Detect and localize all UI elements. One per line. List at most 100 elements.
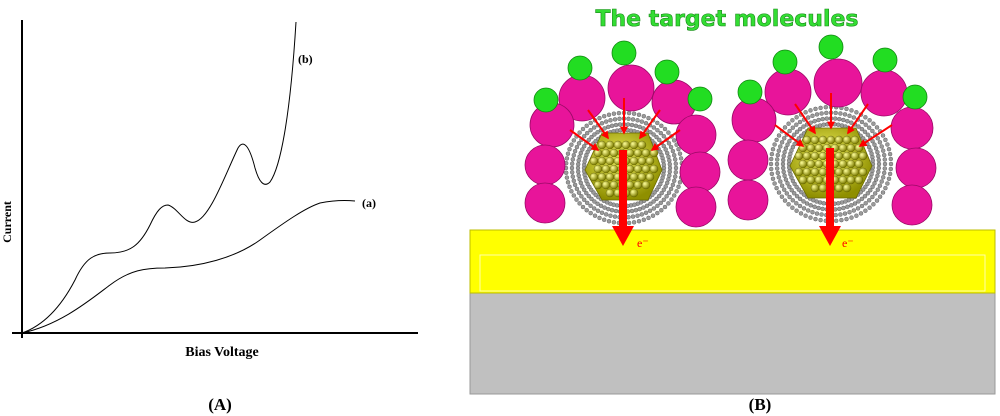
ligand-bead bbox=[782, 125, 788, 130]
ligand-bead bbox=[851, 115, 856, 120]
ligand-bead bbox=[814, 112, 820, 117]
target-molecule bbox=[818, 34, 844, 60]
gold-atom bbox=[814, 175, 824, 185]
ligand-bead bbox=[821, 122, 826, 127]
ligand-bead bbox=[825, 122, 830, 127]
ligand-bead bbox=[580, 147, 585, 152]
ligand-bead bbox=[643, 210, 649, 216]
curve-b-label: (b) bbox=[298, 52, 313, 66]
ligand-bead bbox=[606, 112, 612, 118]
gold-atom bbox=[609, 164, 619, 174]
ligand-bead bbox=[865, 132, 870, 137]
ligand-bead bbox=[673, 170, 678, 175]
ligand-bead bbox=[888, 161, 894, 167]
ligand-bead bbox=[632, 202, 637, 207]
ligand-bead bbox=[635, 213, 640, 218]
ligand-bead bbox=[639, 212, 644, 217]
ligand-bead bbox=[633, 123, 639, 129]
ligand-bead bbox=[641, 126, 646, 131]
ligand-bead bbox=[572, 148, 578, 154]
ligand-bead bbox=[582, 197, 587, 203]
ligand-bead bbox=[672, 193, 677, 198]
ligand-bead bbox=[630, 117, 636, 122]
assembly-left: e⁻ bbox=[524, 40, 721, 250]
ligand-bead bbox=[834, 218, 839, 224]
ligand-bead bbox=[798, 211, 804, 216]
ligand-bead bbox=[833, 116, 838, 121]
ligand-bead bbox=[787, 194, 792, 200]
ligand-bead bbox=[602, 205, 607, 210]
gold-atom bbox=[637, 156, 647, 166]
gold-atom bbox=[625, 180, 635, 190]
ligand-bead bbox=[630, 214, 636, 219]
ligand-bead bbox=[882, 166, 887, 171]
binding-arrow bbox=[858, 124, 893, 147]
ligand-bead bbox=[567, 184, 572, 190]
gold-atom bbox=[842, 183, 852, 193]
ligand-bead bbox=[606, 124, 611, 130]
ligand-bead bbox=[867, 205, 872, 210]
ligand-bead bbox=[871, 202, 876, 207]
ligand-bead bbox=[875, 187, 880, 192]
ligand-bead bbox=[775, 157, 780, 162]
ligand-bead bbox=[813, 216, 818, 222]
ligand-bead bbox=[859, 119, 865, 125]
ligand-bead bbox=[873, 191, 878, 196]
ligand-bead bbox=[776, 175, 781, 180]
target-molecule bbox=[533, 87, 559, 113]
ligand-bead bbox=[580, 204, 586, 210]
gold-atom bbox=[601, 180, 611, 190]
ligand-bead bbox=[803, 213, 808, 218]
ligand-bead bbox=[888, 156, 893, 162]
ligand-bead bbox=[849, 120, 854, 125]
ligand-bead bbox=[851, 208, 856, 213]
ligand-bead bbox=[856, 124, 861, 129]
ligand-bead bbox=[810, 113, 815, 119]
ligand-bead bbox=[778, 179, 783, 184]
ligand-bead bbox=[588, 210, 593, 216]
ligand-bead bbox=[772, 142, 777, 147]
ligand-bead bbox=[576, 141, 582, 146]
ligand-bead bbox=[575, 165, 581, 171]
ligand-bead bbox=[812, 204, 817, 210]
ligand-bead bbox=[867, 118, 872, 123]
ligand-bead bbox=[870, 128, 875, 134]
ligand-bead bbox=[867, 125, 872, 130]
ligand-bead bbox=[863, 115, 868, 120]
gold-atom bbox=[850, 167, 860, 177]
ligand-bead bbox=[832, 122, 837, 127]
ligand-bead bbox=[820, 116, 825, 122]
ligand-bead bbox=[602, 126, 607, 131]
ligand-bead bbox=[785, 142, 790, 147]
gold-atom bbox=[826, 135, 836, 145]
ligand-bead bbox=[617, 116, 622, 122]
ligand-bead bbox=[672, 178, 677, 184]
ligand-bead bbox=[775, 166, 780, 171]
ligand-bead bbox=[592, 206, 597, 211]
gold-atom bbox=[810, 151, 820, 161]
binding-arrow bbox=[569, 129, 600, 151]
gold-atom bbox=[802, 167, 812, 177]
ligand-bead bbox=[872, 142, 877, 147]
ligand-bead bbox=[787, 184, 792, 190]
gold-atom bbox=[794, 167, 804, 177]
ligand-bead bbox=[873, 146, 879, 151]
ligand-bead bbox=[639, 119, 644, 124]
ligand-bead bbox=[657, 137, 662, 143]
ligand-bead bbox=[865, 181, 870, 187]
gold-atom bbox=[649, 148, 659, 158]
ligand-bead bbox=[641, 217, 646, 223]
ligand-bead bbox=[824, 110, 829, 116]
gold-atom bbox=[629, 156, 639, 166]
ligand-bead bbox=[585, 200, 590, 206]
ligand-bead bbox=[609, 207, 615, 213]
ligand-bead bbox=[586, 193, 591, 199]
ligand-shell-right bbox=[768, 104, 894, 224]
ligand-bead bbox=[808, 215, 813, 220]
gold-atom bbox=[814, 143, 824, 153]
ligand-bead bbox=[839, 217, 844, 223]
y-axis-label: Current bbox=[0, 201, 14, 243]
ligand-bead bbox=[657, 193, 662, 199]
ligand-bead bbox=[626, 214, 631, 220]
ligand-bead bbox=[803, 110, 808, 115]
